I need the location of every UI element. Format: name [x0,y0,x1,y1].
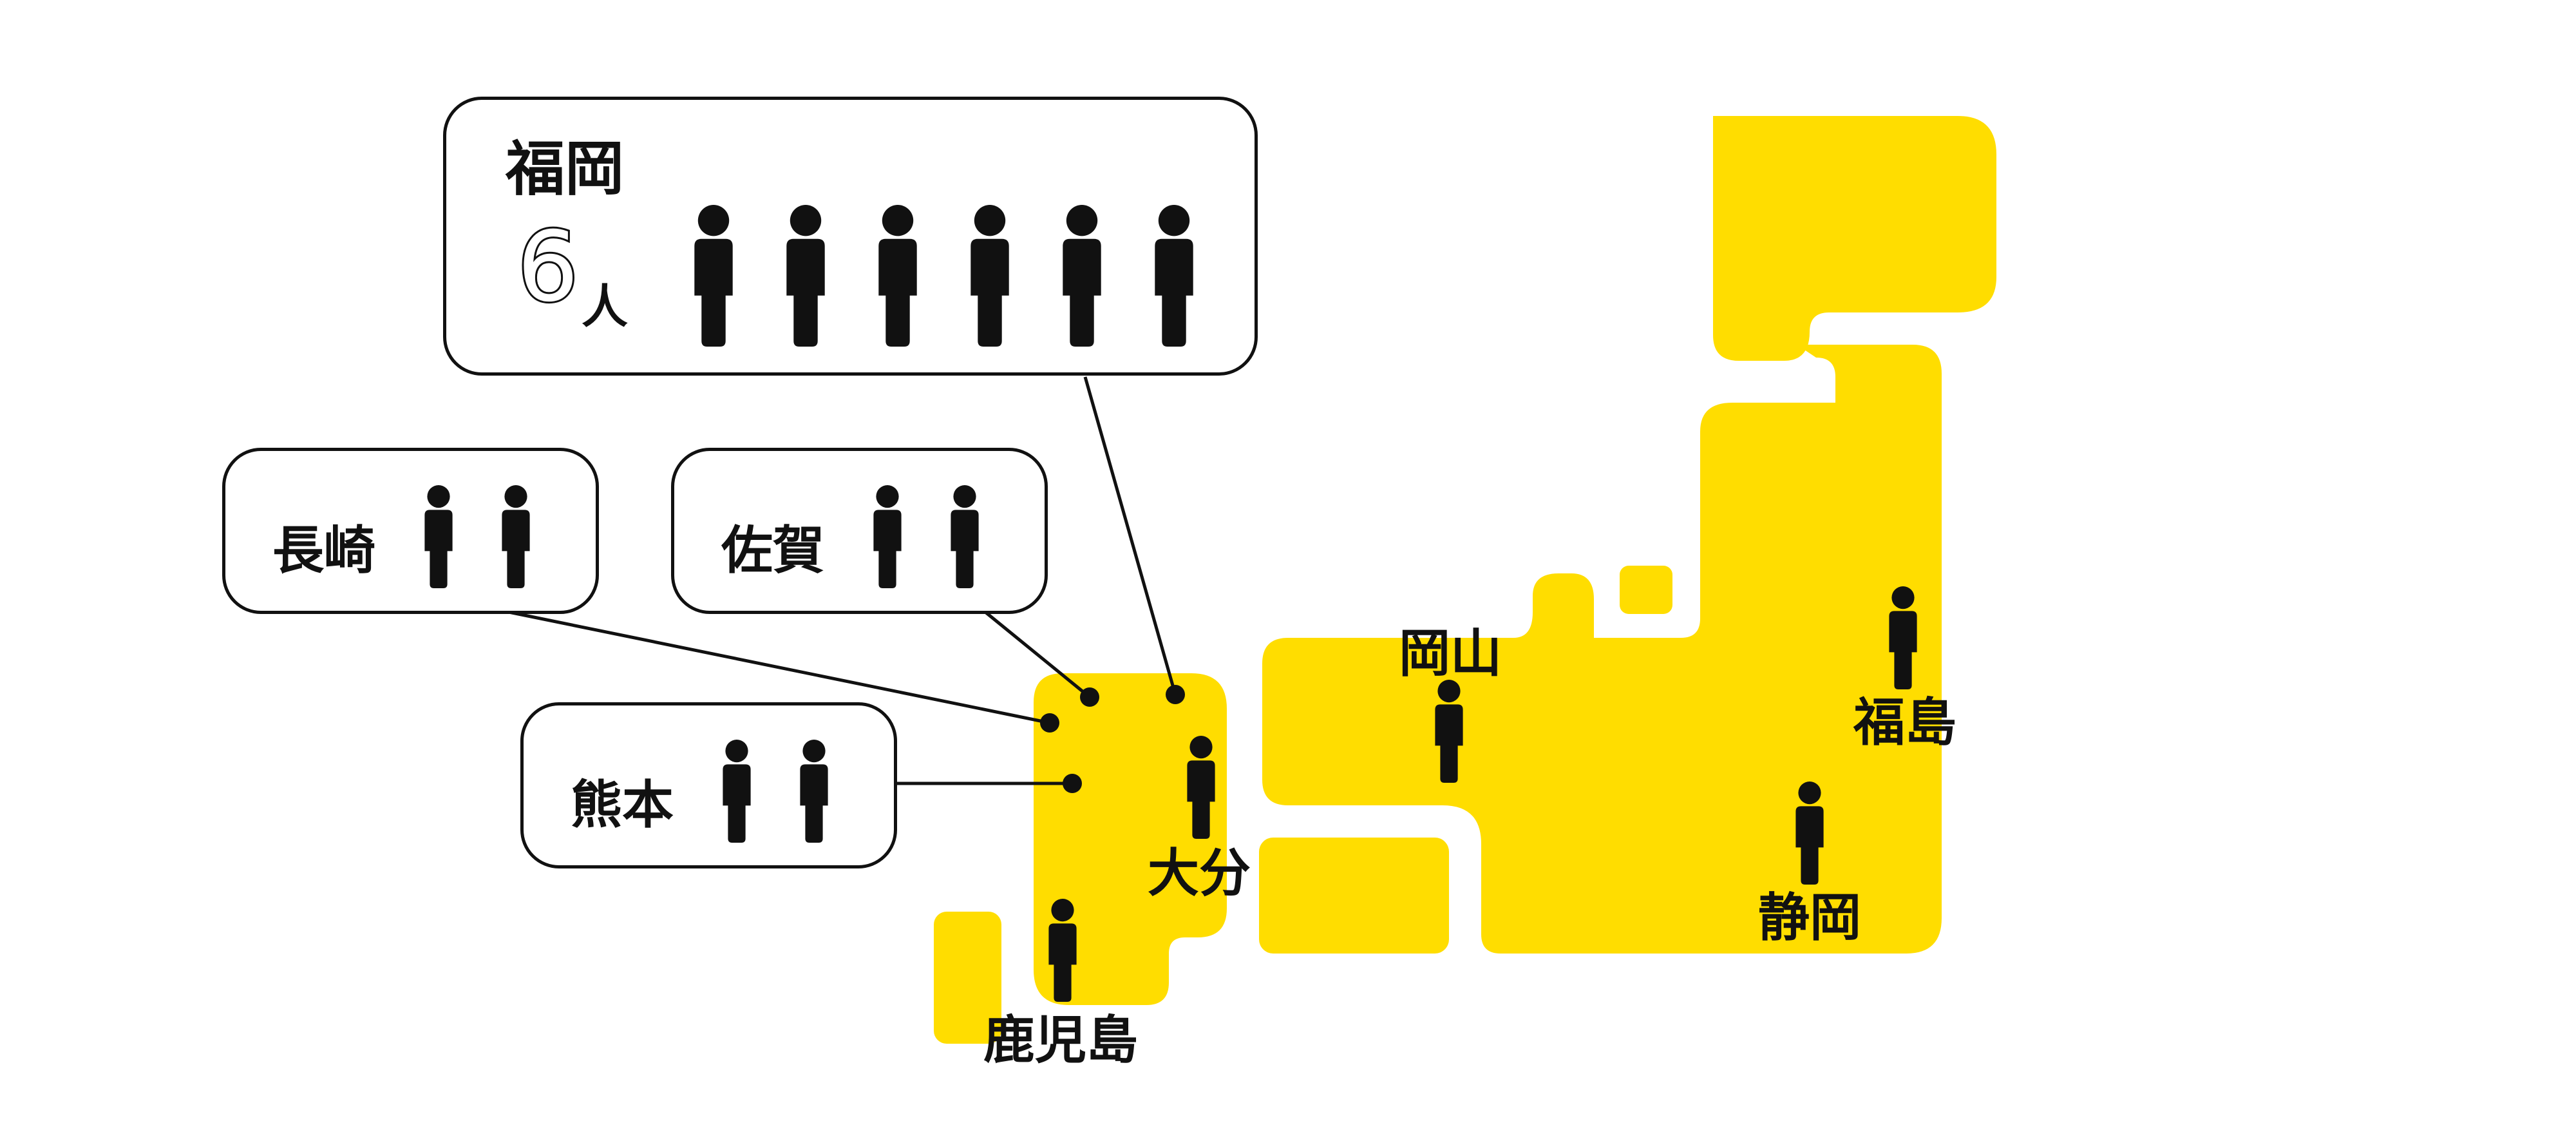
fukuoka-unit: 人 [582,280,629,334]
hokkaido-land [1713,116,1996,361]
kumamoto-dot [1063,774,1082,793]
nagasaki-dot [1040,713,1059,733]
saga-people [873,485,979,588]
fukushima-label: 福島 [1853,693,1956,753]
person-icon [878,205,917,347]
nagasaki-callout: 長崎 [222,448,599,614]
shizuoka-label: 静岡 [1758,888,1861,948]
fukuoka-callout: 福岡 6 人 [443,97,1258,376]
fukuoka-dot [1166,685,1185,704]
person-icon [1063,205,1101,347]
saga-dot [1080,687,1099,707]
person-icon [694,205,733,347]
person-icon [971,205,1009,347]
nagasaki-leader-line [508,610,1050,725]
saga-callout: 佐賀 [671,448,1048,614]
kumamoto-label: 熊本 [571,775,674,835]
fukuoka-people [694,205,1193,347]
person-icon [502,485,530,588]
oita-label: 大分 [1148,843,1251,903]
nagasaki-label: 長崎 [272,521,375,580]
kyushu-land [1034,673,1227,1005]
honshu-land [1262,345,1942,954]
kagoshima-label: 鹿児島 [983,1010,1138,1070]
fukuoka-label: 福岡 [506,135,625,204]
fukuoka-leader-line [1083,376,1177,695]
saga-label: 佐賀 [721,521,824,580]
shikoku-land [1259,838,1449,954]
fukuoka-count: 6 [515,211,580,323]
sado-island-land [1620,566,1672,614]
person-icon [786,205,825,347]
person-icon [723,740,751,843]
saga-leader-line [984,611,1091,698]
person-icon [951,485,979,588]
okayama-label: 岡山 [1399,624,1502,684]
person-icon [873,485,902,588]
person-icon [1155,205,1193,347]
nagasaki-people [424,485,530,588]
person-icon [424,485,453,588]
kumamoto-people [723,740,828,843]
southern-island-land [934,912,1001,1044]
person-icon [800,740,828,843]
kumamoto-callout: 熊本 [520,702,897,868]
